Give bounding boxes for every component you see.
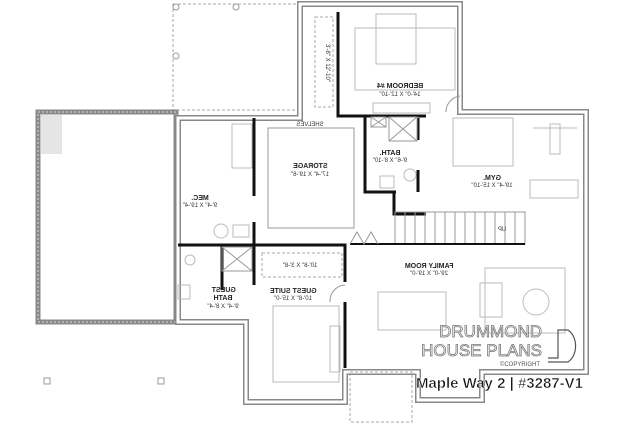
interior-wall <box>252 116 396 196</box>
stairs-up-label: UP <box>498 227 506 233</box>
bifold-door <box>349 231 379 245</box>
watermark-copyright: ©COPYRIGHT <box>500 361 540 368</box>
stairs <box>350 211 526 245</box>
guest-suite-size: 10'-8" X 15'-0" <box>274 296 312 302</box>
watermark-line1: DRUMMOND <box>439 322 542 341</box>
drummond-logo: DRUMMOND HOUSE PLANS ©COPYRIGHT <box>421 322 577 368</box>
bath-size: 9'-6" X 8'-10" <box>373 158 408 164</box>
closet-size: 3'-8" X 12'-10" <box>324 44 330 82</box>
bed-icon <box>272 305 340 383</box>
toilet-icon <box>403 168 417 182</box>
guest-suite-name: GUEST SUITE <box>270 288 317 295</box>
guest-closet-size: 10'-8" X 3'-8" <box>283 263 318 269</box>
shelves-label: SHELVES <box>296 122 323 128</box>
gym-name: GYM. <box>483 175 501 182</box>
storage-name: STORAGE <box>293 163 328 170</box>
post-icon <box>172 52 180 60</box>
pool-table-icon <box>377 291 447 331</box>
bath-name: BATH. <box>380 150 401 157</box>
sink-icon <box>379 175 395 189</box>
bedroom4-name: BEDROOM #4 <box>377 83 423 90</box>
interior-wall <box>336 12 426 118</box>
post-icon <box>232 3 240 11</box>
gym-size: 19'-4" X 15'-10" <box>471 183 512 189</box>
mec-name: MEC. <box>191 195 209 202</box>
watermark-line2: HOUSE PLANS <box>421 341 542 360</box>
bedroom4-size: 14'-0" X 12'-10" <box>379 92 420 98</box>
guest-bath-name-1: GUEST <box>211 287 236 294</box>
porch-outline <box>172 3 302 111</box>
plan-caption: Maple Way 2 | #3287-V1 <box>416 375 583 392</box>
storage-shelves <box>267 127 355 229</box>
guest-bath-size: 9'-4" X 8'-4" <box>207 304 238 310</box>
post-icon <box>172 3 180 11</box>
treadmill-icon <box>529 179 579 199</box>
guest-bath-name-2: BATH <box>214 295 233 302</box>
bed-icon <box>354 27 456 91</box>
entry-step <box>349 371 413 423</box>
mec-size: 9'-4" X 19'-4" <box>183 203 218 209</box>
storage-size: 17'-4" X 19'-6" <box>291 172 329 178</box>
family-room-size: 29'-0" X 19'-0" <box>410 271 448 277</box>
family-room-name: FAMILY ROOM <box>405 263 454 270</box>
